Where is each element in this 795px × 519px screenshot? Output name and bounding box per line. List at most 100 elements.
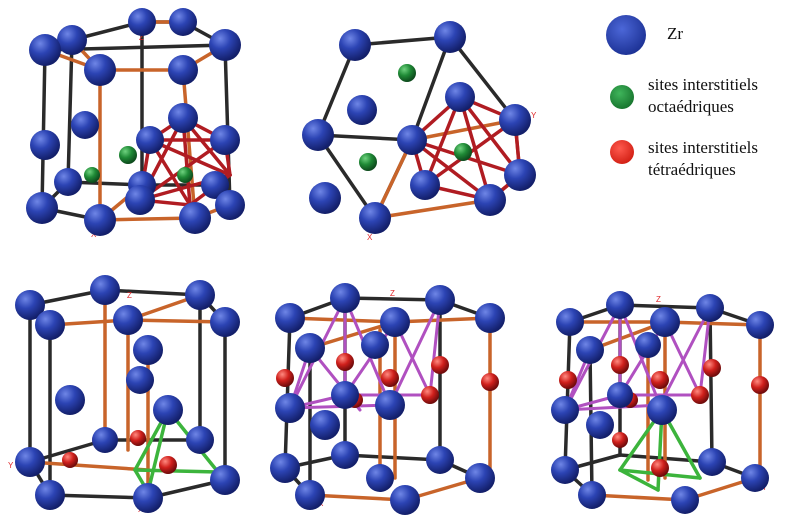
panel-top-left: Z X Y [26,8,245,239]
zr-atom [746,311,774,339]
zr-atom [556,308,584,336]
tetra-site [62,452,78,468]
zr-atom [578,481,606,509]
axis-y-label: Y [531,111,537,120]
legend-octa-line1: sites interstitiels [648,75,759,94]
zr-atom [113,305,143,335]
zr-atom [179,202,211,234]
tetra-site [159,456,177,474]
zr-atom [380,307,410,337]
tetra-site [703,359,721,377]
zr-atom [330,283,360,313]
tetra-site [481,373,499,391]
axis-z-label: Z [127,291,132,300]
zr-atom [71,111,99,139]
octa-site [84,167,100,183]
zr-atom [15,447,45,477]
zr-atom [136,126,164,154]
zr-atom [185,280,215,310]
zr-atom [390,485,420,515]
zr-atom [339,29,371,61]
zr-atom [445,82,475,112]
zr-atom [650,307,680,337]
zr-atom [275,393,305,423]
axis-z-label: Z [390,289,395,298]
axis-z-label: Z [656,295,661,304]
panel-top-middle: Z X Y [302,21,537,242]
zr-atom [209,29,241,61]
zr-atom [375,390,405,420]
zr-atom [331,441,359,469]
octa-site [398,64,416,82]
zr-atom [366,464,394,492]
tetra-site [751,376,769,394]
zr-atom [29,34,61,66]
tetra-site [276,369,294,387]
zr-atom [126,366,154,394]
zr-atoms [15,275,240,513]
zr-atom [168,103,198,133]
zr-atom [35,480,65,510]
tetra-sites [276,353,499,408]
legend-zr-label: Zr [667,24,684,43]
zr-atom [210,307,240,337]
zr-atoms [26,8,245,236]
axis-x-label: X [367,233,373,242]
tetra-site [691,386,709,404]
zr-atom [133,335,163,365]
zr-atom [331,381,359,409]
zr-atom [35,310,65,340]
zr-atom [671,486,699,514]
panel-bottom-right: Z X Y [551,291,774,514]
legend [606,15,646,164]
zr-atom [576,336,604,364]
zr-atom [84,204,116,236]
zr-atom [698,448,726,476]
zr-atom [425,285,455,315]
zr-atom [275,303,305,333]
zr-atom [128,8,156,36]
zr-atom [606,291,634,319]
tetra-site [651,459,669,477]
zr-atom [215,190,245,220]
zr-atom [84,54,116,86]
zr-atom [125,185,155,215]
zr-atom [310,410,340,440]
axis-z-label: Z [139,33,144,42]
zr-atom [55,385,85,415]
zr-atom [434,21,466,53]
zr-atom [551,456,579,484]
zr-atom [361,331,389,359]
zr-atom [295,333,325,363]
axis-y-label: Y [8,461,14,470]
zr-atom [26,192,58,224]
zr-atom [474,184,506,216]
zr-atom [186,426,214,454]
legend-zr-swatch [606,15,646,55]
zr-atom [635,332,661,358]
zr-atom [347,95,377,125]
zr-atom [586,411,614,439]
tetra-site [336,353,354,371]
tetra-sites [559,356,769,477]
zr-atom [359,202,391,234]
zr-atom [210,465,240,495]
zr-atom [210,125,240,155]
zr-atom [410,170,440,200]
panel-bottom-left: Z X Y [8,275,240,514]
zr-atoms [551,291,774,514]
tetra-site [130,430,146,446]
zr-atom [168,55,198,85]
zr-atom [309,182,341,214]
zr-atom [696,294,724,322]
zr-atom [15,290,45,320]
tetra-site [421,386,439,404]
zr-atom [504,159,536,191]
zr-atom [54,168,82,196]
zr-atom [30,130,60,160]
panel-bottom-middle: Z X Y [270,283,505,515]
tetra-site [559,371,577,389]
zr-atom [92,427,118,453]
octa-site [177,167,193,183]
